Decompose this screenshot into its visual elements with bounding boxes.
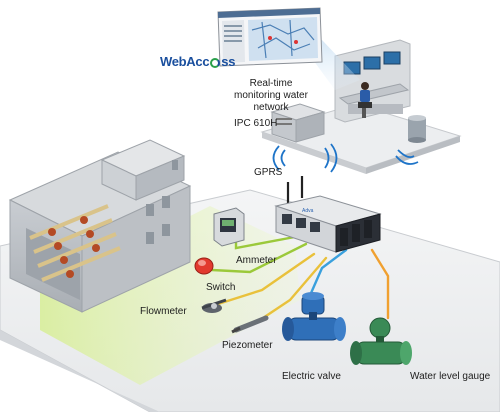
switch-device bbox=[194, 257, 214, 275]
gprs-controller: Adva bbox=[274, 176, 382, 253]
pump-building bbox=[8, 139, 192, 313]
wire-gauge bbox=[370, 248, 390, 320]
label-ammeter: Ammeter bbox=[236, 255, 277, 266]
device-brand: Adva bbox=[302, 208, 314, 214]
label-switch: Switch bbox=[206, 282, 236, 293]
pipe-manifold bbox=[29, 204, 121, 282]
wire-switch bbox=[210, 242, 308, 274]
wireless-signal bbox=[272, 143, 419, 173]
green-zone bbox=[40, 206, 300, 385]
label-gprs: GPRS bbox=[254, 167, 283, 178]
label-electric-valve: Electric valve bbox=[282, 371, 341, 382]
storage-cylinder bbox=[408, 115, 426, 143]
logo-ring-icon bbox=[210, 58, 221, 68]
logo-text-left: WebAcc bbox=[160, 54, 210, 69]
ipc-computer bbox=[270, 103, 326, 143]
water-level-gauge-device bbox=[350, 317, 412, 365]
wire-valve bbox=[306, 248, 348, 302]
label-water-level-gauge: Water level gauge bbox=[410, 371, 491, 382]
label-ipc: IPC 610H bbox=[234, 118, 278, 129]
label-flowmeter: Flowmeter bbox=[140, 306, 187, 317]
logo-text-right: ss bbox=[221, 54, 236, 69]
ammeter-device bbox=[213, 207, 245, 247]
label-monitoring: Real-time monitoring water network bbox=[234, 78, 308, 113]
webaccess-logo: WebAcc ss bbox=[160, 54, 235, 69]
wall-screen bbox=[363, 56, 381, 70]
operator-figure bbox=[358, 82, 372, 118]
monitoring-screen bbox=[217, 7, 323, 67]
wire-flowmeter bbox=[216, 252, 316, 306]
electric-valve-device bbox=[282, 292, 346, 341]
flowmeter-device bbox=[201, 298, 227, 313]
wall-screen bbox=[383, 51, 401, 65]
piezometer-device bbox=[231, 315, 269, 334]
label-piezometer: Piezometer bbox=[222, 340, 273, 351]
